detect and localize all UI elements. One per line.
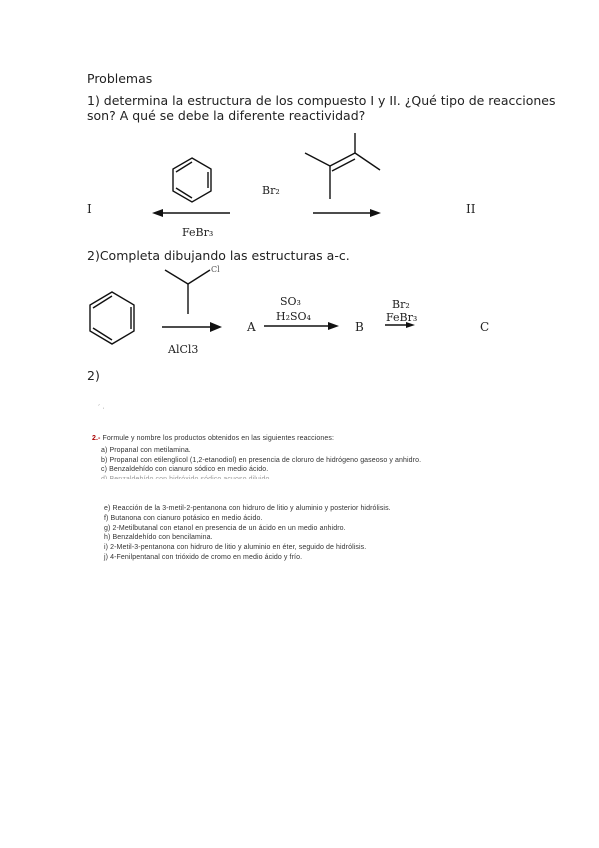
- page-heading: Problemas: [87, 71, 153, 86]
- scan-item-c: c) Benzaldehído con cianuro sódico en me…: [101, 466, 269, 473]
- problem1-line2: son? A qué se debe la diferente reactivi…: [87, 108, 366, 123]
- reagent-h2so4: H₂SO₄: [276, 310, 311, 323]
- scan-item-d: d) Benzaldehído con hidróxido sódico acu…: [101, 475, 421, 479]
- scan-item-b: b) Propanal con etilenglicol (1,2-etanod…: [101, 456, 422, 464]
- reagent-br2: Br₂: [262, 184, 280, 197]
- problem1-line1: 1) determina la estructura de los compue…: [87, 93, 556, 108]
- label-A: A: [247, 320, 256, 334]
- problem3-label: 2): [87, 368, 100, 383]
- reagent-febr3: FeBr₃: [182, 226, 214, 239]
- scan-intro-number: 2.-: [92, 435, 101, 442]
- reagent-so3: SO₃: [280, 295, 301, 308]
- svg-text:Cl: Cl: [211, 265, 220, 274]
- reagent-alcl3: AlCl3: [168, 343, 199, 356]
- scan-item-f: f) Butanona con cianuro potásico en medi…: [104, 514, 263, 522]
- scan-intro: 2.- Formule y nombre los productos obten…: [92, 435, 334, 442]
- label-B: B: [355, 320, 364, 334]
- scan-items-a: a) Propanal con metilamina. b) Propanal …: [101, 446, 421, 479]
- scan-item-a: a) Propanal con metilamina.: [101, 447, 191, 454]
- scan-item-j: j) 4-Fenilpentanal con trióxido de cromo…: [104, 553, 303, 561]
- label-C: C: [480, 320, 490, 334]
- reagent-febr3-step3: FeBr₃: [386, 311, 418, 324]
- problem2-title: 2)Completa dibujando las estructuras a-c…: [87, 248, 350, 263]
- scan-item-h: h) Benzaldehído con bencilamina.: [104, 534, 213, 542]
- reagent-br2-step3: Br₂: [392, 298, 410, 311]
- scan-item-e: e) Reacción de la 3-metil-2-pentanona co…: [104, 505, 391, 512]
- scan-intro-text: Formule y nombre los productos obtenidos…: [102, 435, 335, 442]
- label-compound-II: II: [466, 202, 476, 216]
- scan-stray-marks: ´ ·: [98, 405, 105, 412]
- scan-items-b: e) Reacción de la 3-metil-2-pentanona co…: [104, 504, 391, 563]
- label-compound-I: I: [87, 202, 92, 216]
- scan-item-g: g) 2-Metilbutanal con etanol en presenci…: [104, 524, 346, 532]
- scan-item-i: i) 2-Metil-3-pentanona con hidruro de li…: [104, 544, 367, 552]
